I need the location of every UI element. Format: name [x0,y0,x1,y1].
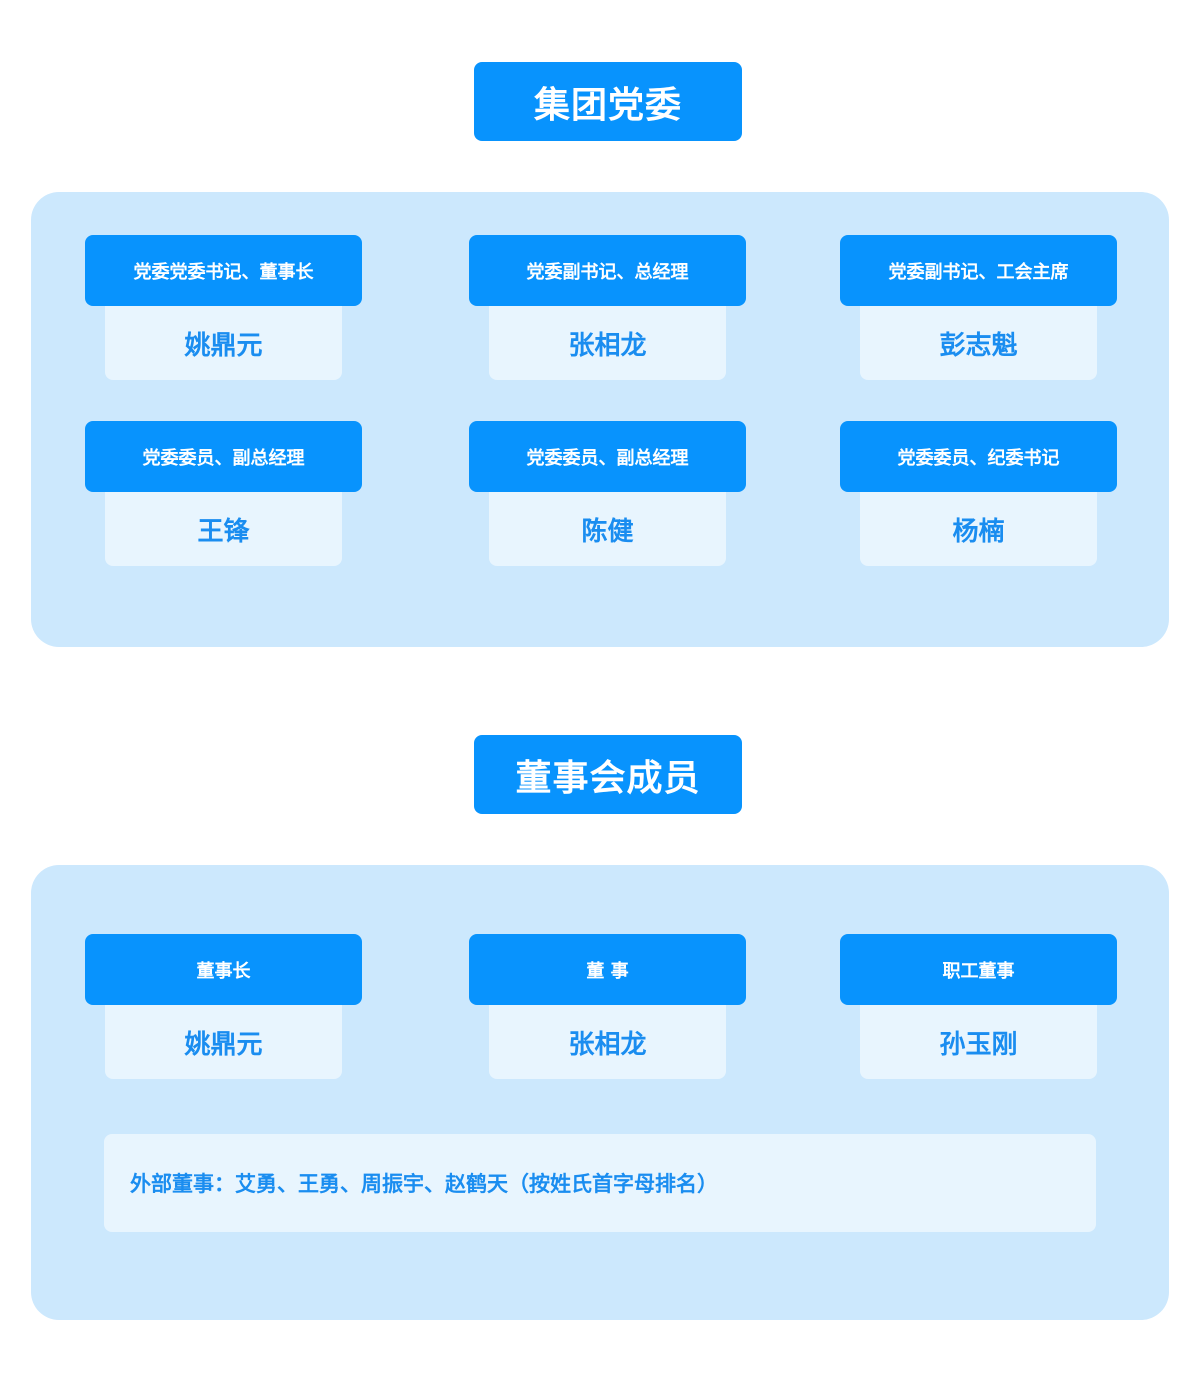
member-card: 党委委员、副总经理王锋 [85,421,362,566]
external-directors-note: 外部董事：艾勇、王勇、周振宇、赵鹤天（按姓氏首字母排名） [104,1134,1096,1232]
member-name: 姚鼎元 [105,1005,342,1079]
member-name: 陈健 [489,492,726,566]
board-title: 董事会成员 [474,735,742,814]
member-name: 王锋 [105,492,342,566]
member-card: 党委副书记、总经理张相龙 [469,235,746,380]
member-role: 董事长 [85,934,362,1005]
member-name: 杨楠 [860,492,1097,566]
party-committee-title: 集团党委 [474,62,742,141]
member-role: 党委委员、副总经理 [85,421,362,492]
board-member-card: 董事长姚鼎元 [85,934,362,1079]
member-role: 董 事 [469,934,746,1005]
member-name: 张相龙 [489,306,726,380]
member-role: 党委副书记、总经理 [469,235,746,306]
member-name: 姚鼎元 [105,306,342,380]
member-name: 张相龙 [489,1005,726,1079]
board-member-card: 职工董事孙玉刚 [840,934,1117,1079]
member-name: 孙玉刚 [860,1005,1097,1079]
member-role: 职工董事 [840,934,1117,1005]
member-role: 党委副书记、工会主席 [840,235,1117,306]
member-card: 党委委员、副总经理陈健 [469,421,746,566]
member-role: 党委党委书记、董事长 [85,235,362,306]
member-role: 党委委员、副总经理 [469,421,746,492]
member-name: 彭志魁 [860,306,1097,380]
member-card: 党委党委书记、董事长姚鼎元 [85,235,362,380]
member-card: 党委副书记、工会主席彭志魁 [840,235,1117,380]
board-member-card: 董 事张相龙 [469,934,746,1079]
member-role: 党委委员、纪委书记 [840,421,1117,492]
member-card: 党委委员、纪委书记杨楠 [840,421,1117,566]
